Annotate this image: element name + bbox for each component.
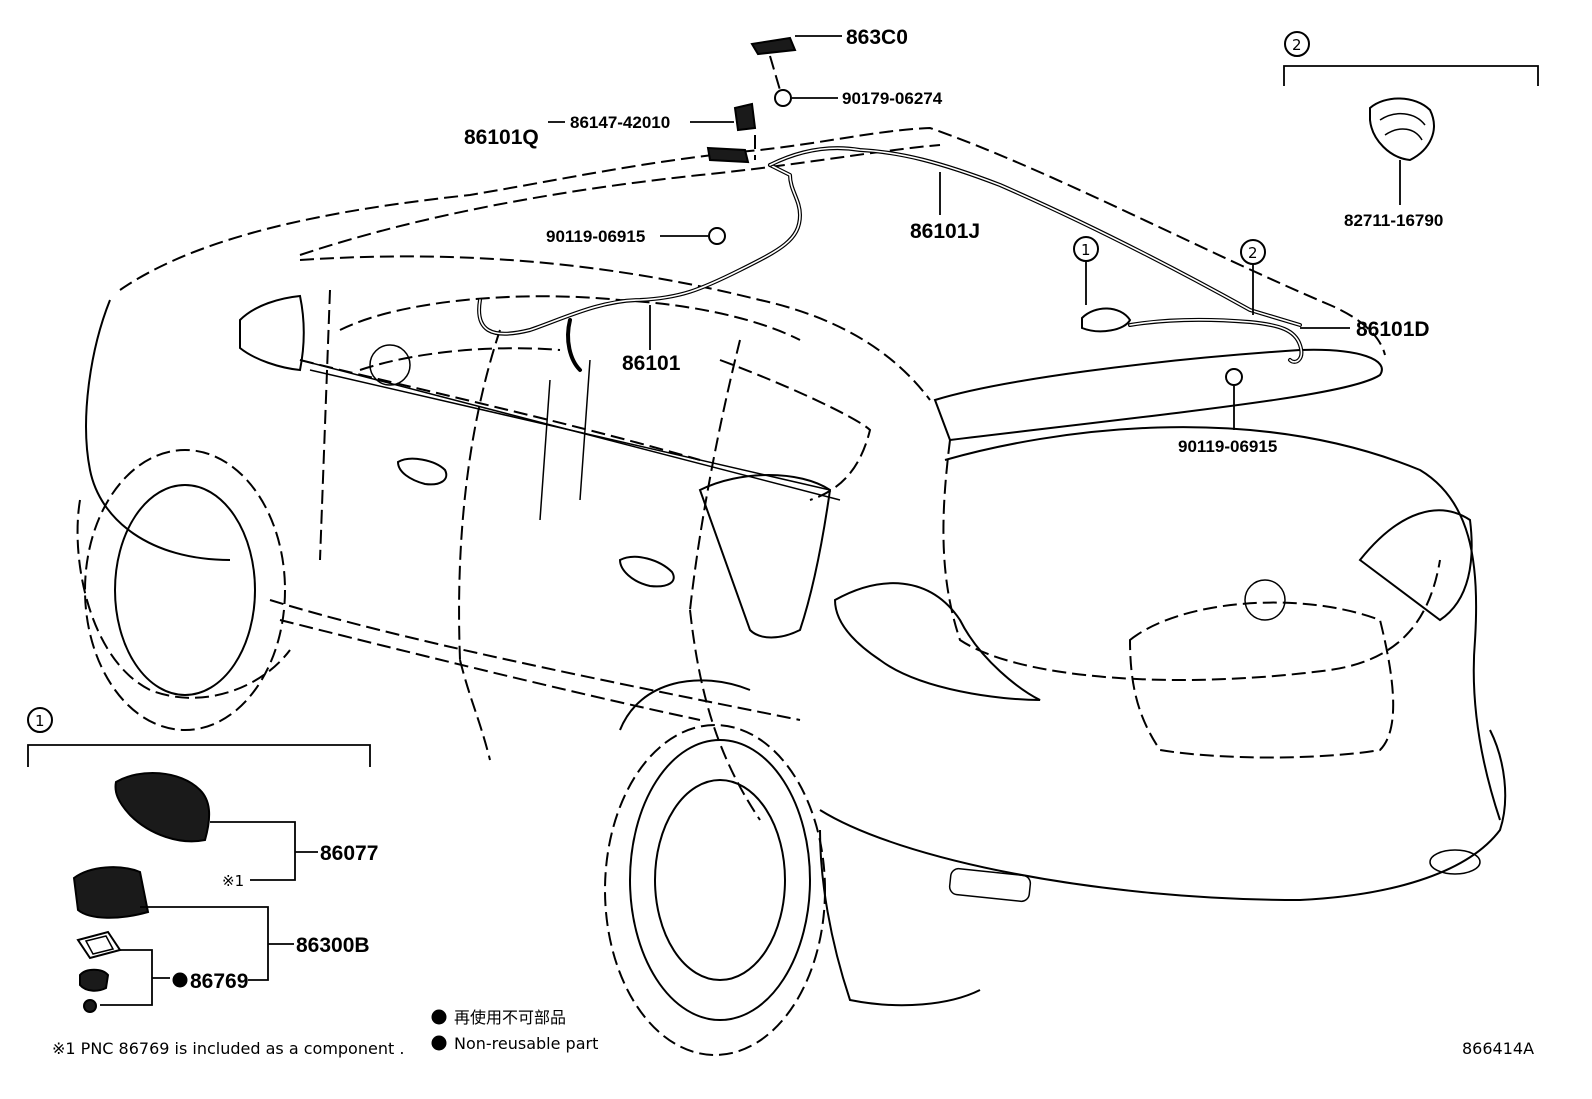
non-reusable-bullet-icon (172, 972, 188, 988)
detail-2-group: 2 82711-16790 (1283, 31, 1539, 230)
svg-text:90119-06915: 90119-06915 (546, 227, 645, 246)
callout-ref-1: 1 (1073, 236, 1099, 305)
svg-text:82711-16790: 82711-16790 (1344, 211, 1443, 230)
svg-text:2: 2 (1248, 244, 1258, 262)
svg-text:86300B: 86300B (296, 934, 370, 957)
antenna-base-roof-shape (1081, 307, 1132, 333)
label-90119-06915-front: 90119-06915 (546, 227, 708, 246)
connector-86101Q-shape (706, 146, 750, 164)
svg-text:再使用不可部品: 再使用不可部品 (454, 1008, 566, 1027)
svg-text:1: 1 (35, 712, 45, 730)
svg-text:90179-06274: 90179-06274 (842, 89, 943, 108)
svg-text:86147-42010: 86147-42010 (570, 113, 670, 132)
antenna-cover-86077-shape (114, 772, 211, 843)
svg-text:863C0: 863C0 (846, 26, 908, 49)
svg-text:86101D: 86101D (1356, 318, 1430, 341)
label-86101Q: 86101Q (464, 121, 565, 149)
legend-bullet-icon (431, 1009, 447, 1025)
detail-1-group: 1 86077 ※1 86300B 86769 (27, 707, 378, 1013)
wire-harness-86101J (768, 146, 1302, 327)
label-90179-06274: 90179-06274 (792, 89, 943, 108)
screw-shape (83, 999, 97, 1013)
svg-text:2: 2 (1292, 36, 1302, 54)
label-86147-42010: 86147-42010 (570, 113, 734, 132)
legend-bullet-icon (431, 1035, 447, 1051)
vehicle-outline (76, 126, 1507, 1056)
nut-shape (79, 968, 110, 992)
svg-text:1: 1 (1081, 241, 1091, 259)
bracket-863C0-shape (750, 36, 797, 56)
svg-text:86769: 86769 (190, 970, 248, 993)
svg-text:86101J: 86101J (910, 220, 980, 243)
callout-ref-2: 2 (1240, 239, 1266, 315)
antenna-base-86300B-shape (72, 866, 150, 919)
illustration-id: 866414A (1462, 1039, 1534, 1058)
label-86101D: 86101D (1300, 318, 1430, 341)
gasket-86769-shape (76, 930, 122, 960)
bolt-front-shape (708, 227, 726, 245)
label-86101: 86101 (622, 305, 681, 375)
bolt-rear-shape (1225, 368, 1243, 386)
svg-text:90119-06915: 90119-06915 (1178, 437, 1277, 456)
svg-text:※1: ※1 (222, 872, 244, 890)
svg-text:Non-reusable part: Non-reusable part (454, 1034, 598, 1053)
svg-text:86101: 86101 (622, 352, 681, 375)
label-90119-06915-rear: 90119-06915 (1178, 386, 1277, 456)
label-863C0: 863C0 (795, 26, 908, 49)
wire-harness-86101D (1128, 317, 1304, 364)
clamp-86147-shape (733, 102, 757, 132)
nut-90179-shape (774, 89, 792, 107)
footnote: ※1 PNC 86769 is included as a component … (52, 1039, 404, 1058)
legend-en: Non-reusable part (431, 1034, 598, 1053)
svg-text:86101Q: 86101Q (464, 126, 539, 149)
svg-text:86077: 86077 (320, 842, 378, 865)
label-86101J: 86101J (910, 172, 980, 243)
legend-jp: 再使用不可部品 (431, 1008, 566, 1027)
wire-harness-86101 (477, 163, 802, 372)
